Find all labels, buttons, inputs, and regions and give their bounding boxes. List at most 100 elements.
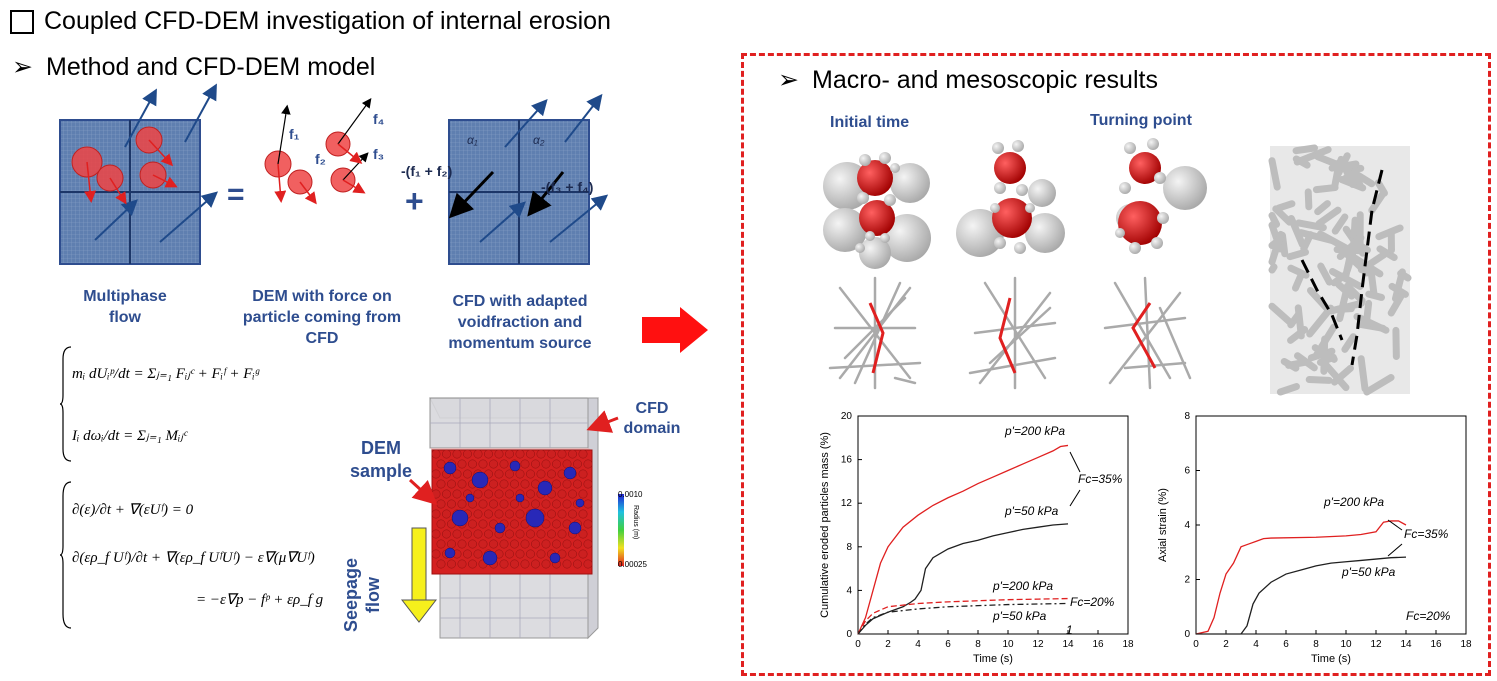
dem-particle [489, 499, 498, 509]
dem-particle [531, 499, 540, 509]
equation-momentum-rhs: = −ε∇p − fᵖ + ερ_f g [196, 592, 324, 608]
series-line [1195, 520, 1407, 635]
dem-particle [447, 559, 456, 569]
dem-particle [526, 449, 535, 459]
dem-particle [473, 489, 483, 499]
dem-particle [536, 449, 546, 459]
dem-particle [573, 539, 582, 549]
dem-particle [515, 509, 525, 519]
turning-point-label: Turning point [1090, 112, 1192, 129]
pore-pipe [1320, 335, 1329, 375]
dem-particle [452, 489, 462, 499]
dem-particle [468, 539, 477, 549]
dem-particle [436, 499, 446, 509]
force-f3-label: f₃ [373, 146, 384, 162]
dem-particle [557, 529, 567, 539]
dem-particle [484, 529, 493, 539]
annotation-label: p'=50 kPa [1341, 565, 1396, 579]
colorbar-max: 0.0010 [618, 490, 643, 499]
pore-pipe [1352, 170, 1376, 188]
y-tick-label: 8 [846, 542, 852, 553]
dem-particle [463, 449, 472, 459]
dem-particle [505, 469, 514, 479]
pore-pipe [1292, 155, 1311, 169]
dem-particles [264, 98, 372, 205]
pore-pipe [1268, 230, 1285, 266]
x-tick-label: 18 [1460, 639, 1472, 650]
pore-pipe [1268, 302, 1296, 328]
particle-clusters-figure [823, 138, 1207, 390]
dem-particle [531, 459, 540, 469]
dem-particle [552, 459, 561, 469]
annotation-label: p'=50 kPa [1004, 504, 1059, 518]
x-tick-label: 14 [1062, 639, 1074, 650]
force-f2-label: f₂ [315, 151, 326, 167]
dem-particle [436, 539, 446, 549]
annotation-label: p'=200 kPa [992, 579, 1053, 593]
dem-particle [452, 449, 462, 459]
dem-particle [494, 509, 504, 519]
checkbox-square-icon [10, 10, 34, 34]
pore-pipe [1268, 263, 1278, 274]
dem-particle [557, 489, 567, 499]
x-tick-label: 10 [1002, 639, 1014, 650]
annotation-label: Fc=35% [1078, 472, 1123, 486]
cfd-grid-box [448, 93, 609, 265]
pore-pipe [1268, 211, 1281, 228]
dem-particle [468, 459, 477, 469]
dem-particle [573, 479, 582, 489]
force-f1-label: f₁ [289, 126, 300, 142]
sum-f1-f2-label: -(f₁ + f₂) [401, 163, 452, 179]
pore-pipe [1292, 144, 1319, 155]
cfd-dem-sample-figure [400, 397, 624, 640]
dem-particle [531, 539, 540, 549]
dem-particle [494, 449, 504, 459]
dem-particle [436, 479, 446, 489]
dem-particle [552, 539, 561, 549]
pore-pipe [1368, 189, 1388, 214]
pore-pipe [1287, 214, 1306, 248]
dem-particle [515, 469, 525, 479]
dem-particle [473, 449, 483, 459]
dem-sample-label: DEM sample [349, 438, 413, 481]
dem-particle [541, 459, 551, 469]
pore-pipe [1357, 355, 1369, 393]
pore-pipe [1322, 361, 1350, 392]
dem-particle [520, 539, 530, 549]
pore-pipe [1294, 352, 1318, 372]
pore-pipe [1314, 153, 1348, 171]
dem-particle [520, 479, 530, 489]
annotation-label: 1 [1066, 623, 1073, 637]
annotation-label: Fc=35% [1404, 527, 1449, 541]
pointer-arrow [1069, 489, 1081, 507]
y-tick-label: 12 [841, 498, 853, 509]
x-tick-label: 16 [1430, 639, 1442, 650]
pore-pipe [1331, 213, 1349, 235]
dem-particle [547, 449, 556, 459]
x-tick-label: 18 [1122, 639, 1134, 650]
dem-particle [520, 499, 530, 509]
dem-particle [552, 479, 561, 489]
pore-pipe [1341, 333, 1357, 353]
coupling-schematic: = f₁ f₂ f₃ f₄ + α₁ α₂ -(f₁ + f₂) -(f₃ + … [59, 83, 609, 265]
dem-particle [499, 459, 509, 469]
x-tick-label: 4 [1253, 639, 1259, 650]
x-tick-label: 4 [915, 639, 921, 650]
x-tick-label: 6 [945, 639, 951, 650]
dem-particle [536, 529, 546, 539]
dem-particle [583, 539, 593, 549]
x-axis-label: Time (s) [973, 653, 1013, 665]
pore-pipe [1376, 245, 1398, 261]
seepage-arrow [400, 527, 438, 623]
dem-particle [457, 559, 467, 569]
seepage-flow-label: Seepage flow [341, 557, 383, 633]
annotation-label: p'=200 kPa [1004, 424, 1065, 438]
dem-particle [526, 469, 535, 479]
x-tick-label: 12 [1032, 639, 1044, 650]
dem-particle [489, 459, 498, 469]
dem-particle [536, 469, 546, 479]
dem-particle [468, 519, 477, 529]
pore-pipe [1276, 383, 1300, 396]
dem-particle [515, 549, 525, 559]
dem-particle [505, 529, 514, 539]
